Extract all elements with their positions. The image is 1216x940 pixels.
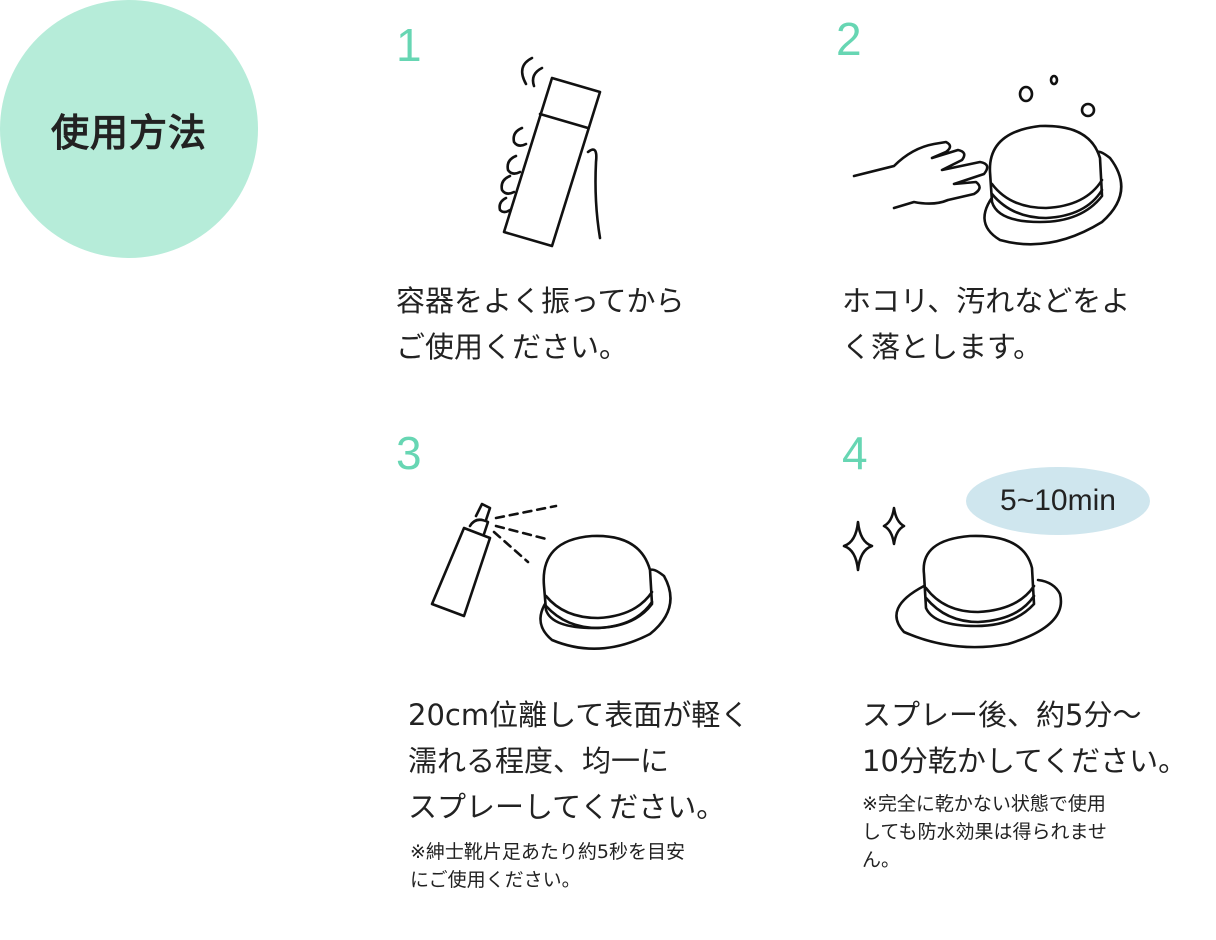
spray-hat-icon bbox=[430, 502, 672, 650]
step-4-line-2: 10分乾かしてください。 bbox=[862, 744, 1188, 778]
step-4-note-line-3: ん。 bbox=[862, 849, 901, 871]
step-2-line-2: く落とします。 bbox=[842, 330, 1043, 364]
step-3-line-3: スプレーしてください。 bbox=[408, 790, 726, 824]
step-4-text: スプレー後、約5分〜 10分乾かしてください。 bbox=[862, 692, 1187, 784]
step-2-line-1: ホコリ、汚れなどをよ bbox=[842, 284, 1131, 318]
step-3-note-line-2: にご使用ください。 bbox=[410, 869, 581, 891]
step-4-note-line-1: ※完全に乾かない状態で使用 bbox=[862, 793, 1106, 815]
sparkle-icon bbox=[882, 506, 906, 546]
step-4-number: 4 bbox=[842, 427, 868, 479]
step-4-note-line-2: しても防水効果は得られませ bbox=[862, 821, 1107, 843]
step-1-text: 容器をよく振ってから ご使用ください。 bbox=[396, 278, 685, 370]
step-3-text: 20cm位離して表面が軽く 濡れる程度、均一に スプレーしてください。 bbox=[408, 692, 749, 830]
title-badge: 使用方法 bbox=[0, 0, 258, 258]
step-1-line-1: 容器をよく振ってから bbox=[396, 284, 685, 318]
step-3-number: 3 bbox=[396, 427, 422, 479]
step-1-line-2: ご使用ください。 bbox=[396, 330, 629, 364]
time-label: 5~10min bbox=[1000, 484, 1116, 517]
step-4-note: ※完全に乾かない状態で使用 しても防水効果は得られませ ん。 bbox=[862, 790, 1107, 874]
sparkle-icon bbox=[842, 520, 874, 572]
time-badge: 5~10min bbox=[966, 467, 1150, 535]
step-2-text: ホコリ、汚れなどをよ く落とします。 bbox=[842, 278, 1130, 370]
brush-hat-icon bbox=[852, 74, 1123, 246]
step-4-line-1: スプレー後、約5分〜 bbox=[862, 698, 1142, 732]
shake-bottle-icon bbox=[498, 56, 602, 248]
sparkle-hat-icon bbox=[842, 506, 1063, 649]
step-3-line-1: 20cm位離して表面が軽く bbox=[408, 698, 750, 732]
step-3-line-2: 濡れる程度、均一に bbox=[408, 744, 670, 778]
step-3-note-line-1: ※紳士靴片足あたり約5秒を目安 bbox=[410, 841, 686, 863]
step-3-note: ※紳士靴片足あたり約5秒を目安 にご使用ください。 bbox=[410, 838, 685, 894]
step-1-number: 1 bbox=[396, 19, 422, 71]
step-2-number: 2 bbox=[836, 13, 862, 65]
page-title: 使用方法 bbox=[50, 110, 207, 155]
